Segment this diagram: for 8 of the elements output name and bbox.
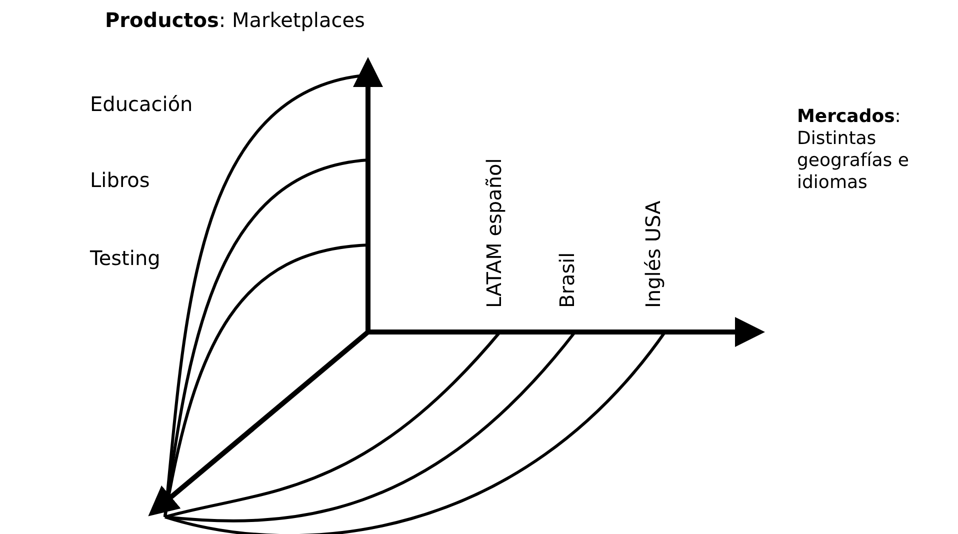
axis-title: Productos: Marketplaces xyxy=(105,8,365,32)
axis-label: LATAM español xyxy=(482,158,506,308)
axis-label: Libros xyxy=(90,168,150,192)
axis-label: Brasil xyxy=(555,252,579,308)
axis-label: Testing xyxy=(90,246,160,270)
axis-label: Inglés USA xyxy=(641,200,665,308)
axis-title: Mercados: Distintas geografías e idiomas xyxy=(797,106,910,194)
axis-label: Educación xyxy=(90,92,193,116)
